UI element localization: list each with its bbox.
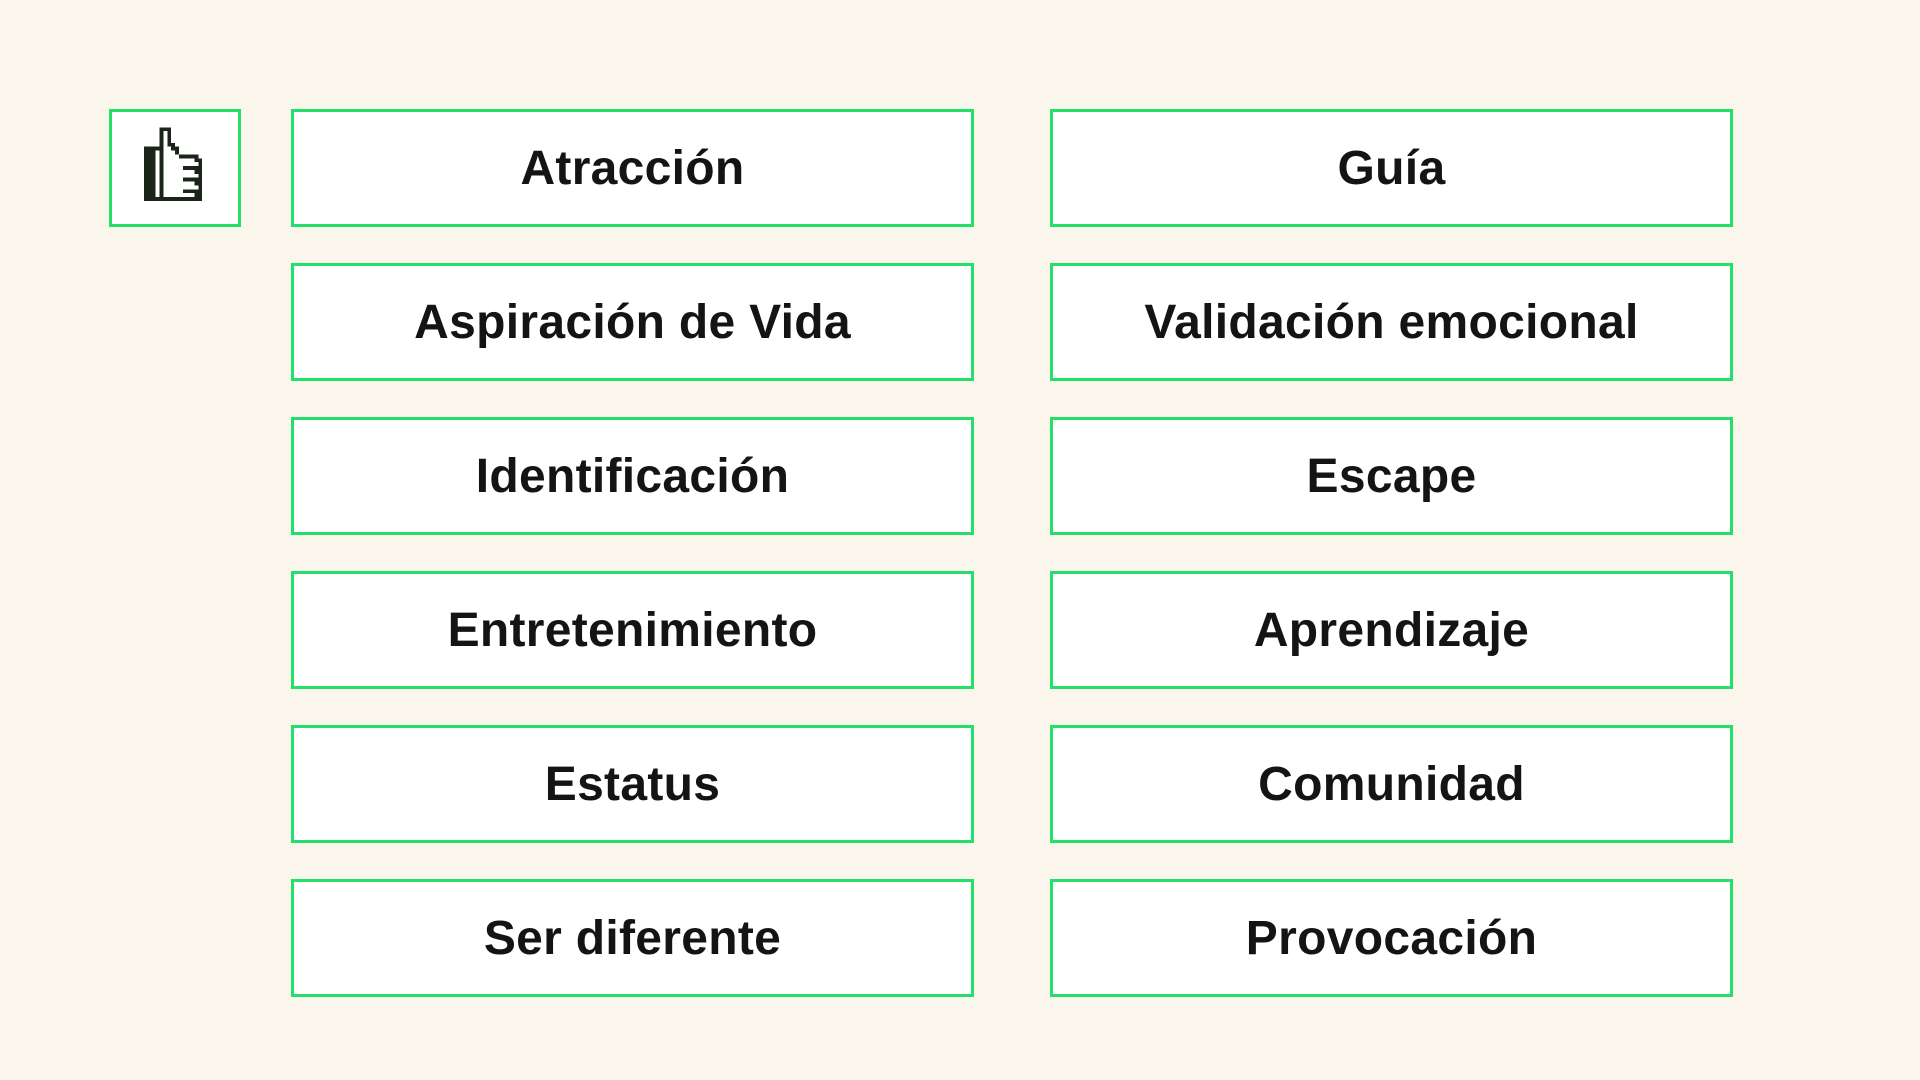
right-column: Guía Validación emocional Escape Aprendi…: [1050, 109, 1733, 997]
card-label: Guía: [1337, 141, 1446, 195]
card-label: Validación emocional: [1144, 295, 1639, 349]
thumbs-up-icon: [144, 127, 203, 201]
motivation-card: Aspiración de Vida: [291, 263, 974, 381]
icon-card: [109, 109, 241, 227]
motivation-card: Identificación: [291, 417, 974, 535]
motivation-card: Ser diferente: [291, 879, 974, 997]
card-label: Aprendizaje: [1253, 603, 1530, 657]
motivation-card: Atracción: [291, 109, 974, 227]
motivation-card: Comunidad: [1050, 725, 1733, 843]
card-label: Comunidad: [1258, 757, 1525, 811]
motivation-card: Aprendizaje: [1050, 571, 1733, 689]
card-label: Estatus: [544, 757, 721, 811]
motivation-card: Entretenimiento: [291, 571, 974, 689]
left-column: Atracción Aspiración de Vida Identificac…: [291, 109, 974, 997]
card-label: Entretenimiento: [447, 603, 818, 657]
motivation-card: Provocación: [1050, 879, 1733, 997]
motivation-card: Escape: [1050, 417, 1733, 535]
card-label: Aspiración de Vida: [414, 295, 851, 349]
card-label: Ser diferente: [483, 911, 782, 965]
card-label: Provocación: [1245, 911, 1538, 965]
card-label: Atracción: [520, 141, 745, 195]
motivation-card: Validación emocional: [1050, 263, 1733, 381]
motivation-card: Estatus: [291, 725, 974, 843]
card-label: Escape: [1306, 449, 1477, 503]
card-label: Identificación: [475, 449, 790, 503]
motivation-card: Guía: [1050, 109, 1733, 227]
